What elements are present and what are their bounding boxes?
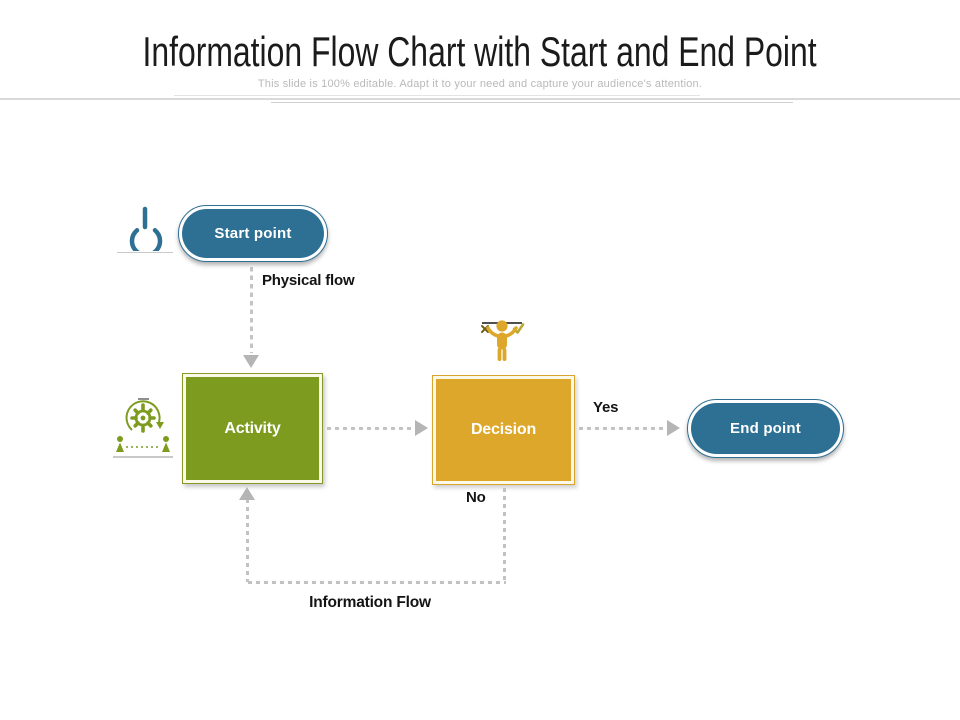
power-icon-underline	[117, 252, 173, 253]
node-decision: Decision	[432, 375, 575, 485]
connector-feedback-up-segment	[246, 499, 249, 582]
node-start-point-label: Start point	[214, 225, 292, 242]
arrowhead-right-icon	[667, 420, 680, 436]
connector-start-to-activity	[250, 267, 253, 353]
node-start-point-fill: Start point	[182, 209, 324, 258]
node-activity-fill: Activity	[186, 377, 319, 480]
node-activity: Activity	[182, 373, 323, 484]
connector-label-yes: Yes	[593, 399, 619, 416]
node-decision-label: Decision	[470, 421, 537, 438]
process-gear-icon	[116, 398, 170, 452]
connector-label-physical-flow: Physical flow	[262, 272, 355, 289]
connector-no-down-segment	[503, 488, 506, 582]
page-title: Information Flow Chart with Start and En…	[142, 28, 818, 75]
arrowhead-right-icon	[415, 420, 428, 436]
connector-feedback-horizontal-segment	[248, 581, 506, 584]
node-activity-label: Activity	[224, 419, 281, 437]
arrowhead-up-icon	[239, 487, 255, 500]
page-subtitle: This slide is 100% editable. Adapt it to…	[257, 78, 703, 90]
node-end-point: End point	[687, 399, 844, 458]
connector-label-no: No	[466, 489, 486, 506]
header-divider	[0, 98, 960, 100]
node-decision-fill: Decision	[436, 379, 571, 481]
node-end-point-label: End point	[730, 420, 801, 437]
subtitle-underline	[174, 95, 700, 96]
connector-activity-to-decision	[327, 427, 417, 430]
process-gear-icon-underline	[113, 456, 173, 458]
node-end-point-fill: End point	[691, 403, 840, 454]
header-divider-secondary	[271, 101, 793, 103]
connector-label-information-flow: Information Flow	[309, 594, 431, 611]
person-choice-icon	[481, 320, 525, 361]
arrowhead-down-icon	[243, 355, 259, 368]
node-start-point: Start point	[178, 205, 328, 262]
connector-decision-to-end	[579, 427, 669, 430]
header: Information Flow Chart with Start and En…	[0, 28, 960, 75]
power-icon	[129, 206, 163, 251]
